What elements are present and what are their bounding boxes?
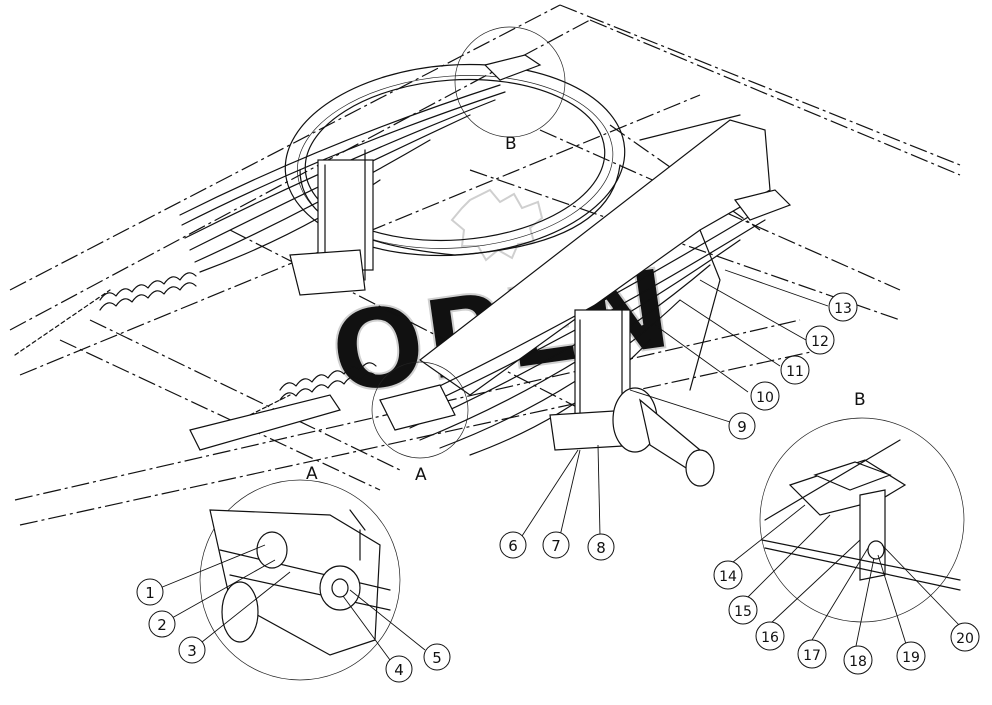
callout-number: 5 bbox=[432, 649, 442, 667]
callout-number: 4 bbox=[394, 661, 404, 679]
callout-number: 14 bbox=[719, 569, 737, 585]
label-a-mid: A bbox=[415, 465, 427, 485]
callout-5: 5 bbox=[423, 643, 451, 671]
axle-hub bbox=[612, 387, 715, 487]
callout-number: 7 bbox=[551, 537, 561, 555]
callout-number: 16 bbox=[761, 630, 779, 646]
callout-number: 3 bbox=[187, 642, 197, 660]
callout-1: 1 bbox=[136, 578, 164, 606]
callout-number: 18 bbox=[849, 654, 867, 670]
label-b-side: B bbox=[854, 390, 866, 410]
callout-7: 7 bbox=[542, 531, 570, 559]
callout-20: 20 bbox=[950, 622, 980, 652]
spring-hanger-front bbox=[733, 189, 792, 221]
callout-number: 15 bbox=[734, 604, 752, 620]
callout-number: 13 bbox=[834, 301, 852, 317]
callout-number: 20 bbox=[956, 631, 974, 647]
callout-11: 11 bbox=[780, 355, 810, 385]
cross-beam bbox=[418, 114, 771, 396]
callout-10: 10 bbox=[750, 381, 780, 411]
leader-lines bbox=[159, 269, 961, 661]
callout-12: 12 bbox=[805, 325, 835, 355]
callout-3: 3 bbox=[178, 636, 206, 664]
callout-8: 8 bbox=[587, 533, 615, 561]
callout-number: 1 bbox=[145, 584, 155, 602]
callout-number: 10 bbox=[756, 390, 774, 406]
callout-16: 16 bbox=[755, 621, 785, 651]
coil-springs bbox=[14, 272, 377, 451]
callout-9: 9 bbox=[728, 412, 756, 440]
detail-circle-b bbox=[454, 26, 566, 138]
callout-number: 11 bbox=[786, 364, 804, 380]
callout-number: 19 bbox=[902, 650, 920, 666]
detail-circle-a bbox=[371, 361, 469, 459]
label-b-top: B bbox=[505, 134, 517, 154]
rear-leaf-spring bbox=[179, 84, 506, 296]
callout-6: 6 bbox=[499, 531, 527, 559]
spring-eye-a bbox=[379, 384, 456, 431]
callout-15: 15 bbox=[728, 595, 758, 625]
detail-a-view bbox=[199, 479, 401, 681]
callout-18: 18 bbox=[843, 645, 873, 675]
fifth-wheel-ring bbox=[284, 63, 626, 257]
callout-number: 8 bbox=[596, 539, 606, 557]
callout-14: 14 bbox=[713, 560, 743, 590]
part-callouts: 1 2 3 4 5 6 7 8 9 10 11 12 13 14 15 16 1… bbox=[136, 292, 980, 683]
callout-4: 4 bbox=[385, 655, 413, 683]
callout-number: 12 bbox=[811, 334, 829, 350]
spring-hanger-b bbox=[483, 54, 542, 81]
detail-b-view bbox=[759, 417, 965, 623]
callout-number: 2 bbox=[157, 616, 167, 634]
label-a-top: A bbox=[306, 464, 318, 484]
callout-2: 2 bbox=[148, 610, 176, 638]
callout-number: 6 bbox=[508, 537, 518, 555]
callout-number: 9 bbox=[737, 418, 747, 436]
chassis-frame bbox=[9, 4, 961, 526]
callout-17: 17 bbox=[797, 639, 827, 669]
detail-letters: B B A A bbox=[306, 134, 866, 485]
callout-19: 19 bbox=[896, 641, 926, 671]
callout-number: 17 bbox=[803, 648, 821, 664]
callout-13: 13 bbox=[828, 292, 858, 322]
